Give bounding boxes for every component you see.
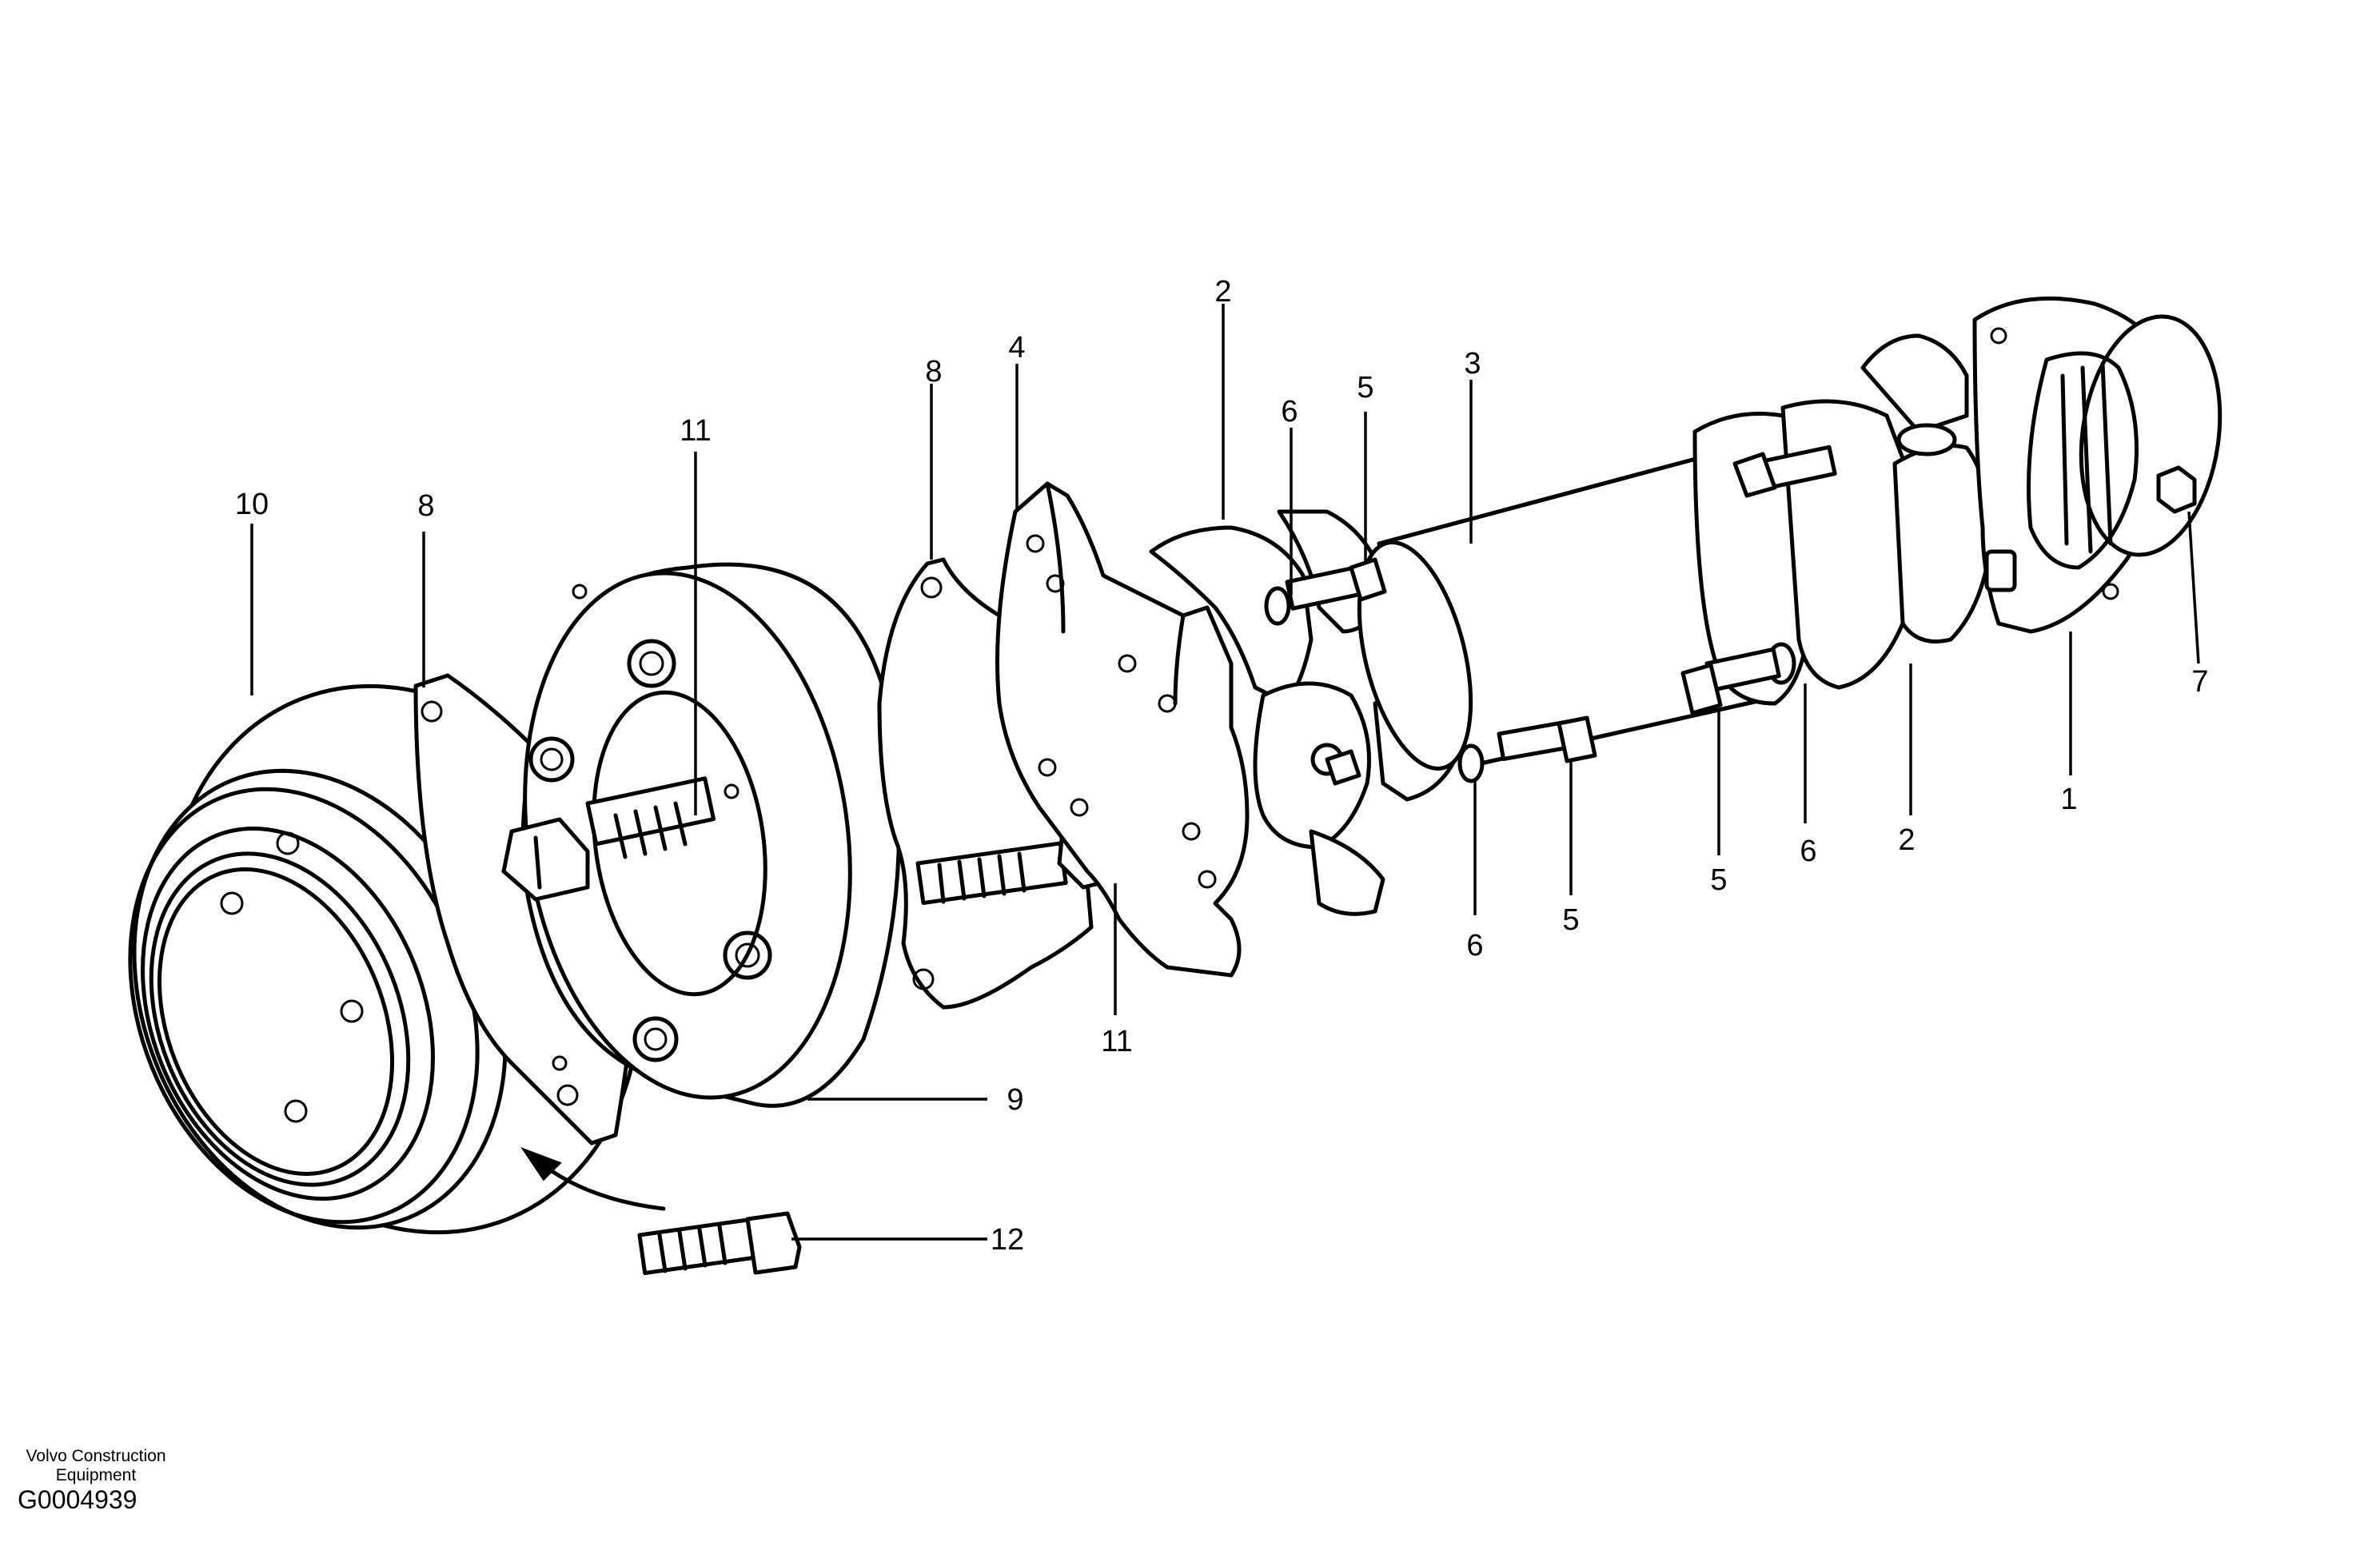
washer-part-6-lower-mid — [1457, 743, 1485, 783]
bolt-part-5-lower-mid — [1497, 715, 1597, 763]
bolt-part-5-upper-right — [1732, 444, 1837, 498]
callout-1: 1 — [2060, 783, 2077, 816]
callout-7: 7 — [2191, 665, 2208, 699]
callout-5-lower: 5 — [1562, 903, 1579, 937]
callout-2-left: 2 — [1214, 275, 1231, 309]
bolt-part-11-left — [501, 776, 716, 902]
washer-part-6-upper-left — [1264, 586, 1291, 626]
adapter-disc-part-9 — [520, 562, 902, 1108]
bolt-part-5-lower-right — [1680, 647, 1781, 715]
callout-labels: 10 8 11 8 4 2 6 5 3 7 1 2 6 5 5 6 11 9 1… — [235, 275, 2209, 1257]
screw-part-12 — [637, 1211, 802, 1276]
callout-11-upper: 11 — [680, 414, 711, 448]
callout-4: 4 — [1008, 331, 1025, 365]
callout-8-right: 8 — [925, 355, 942, 389]
company-name-line-2: Equipment — [55, 1466, 137, 1484]
callout-5-upper: 5 — [1357, 371, 1373, 404]
callout-10: 10 — [235, 488, 269, 521]
mounting-arrow-icon — [520, 1146, 666, 1211]
callout-5-right: 5 — [1710, 863, 1727, 897]
callout-2-right: 2 — [1898, 823, 1915, 857]
callout-3: 3 — [1464, 347, 1481, 381]
bolt-part-5-upper-left — [1285, 557, 1387, 611]
shaft-tube-part-3 — [1357, 456, 1785, 771]
callout-11-lower: 11 — [1101, 1025, 1132, 1058]
yoke-flange-part-4 — [995, 481, 1250, 978]
universal-joint-part-2-right — [1692, 333, 2009, 706]
callout-6-lower: 6 — [1466, 929, 1483, 962]
callout-leaders — [250, 304, 2200, 1241]
grease-nipple-part-7 — [2156, 465, 2197, 514]
company-name-line-1: Volvo Construction — [26, 1447, 166, 1465]
callout-12: 12 — [991, 1223, 1024, 1257]
callout-9: 9 — [1007, 1083, 1023, 1117]
end-yoke-part-1 — [1972, 296, 2223, 634]
callout-6-upper: 6 — [1281, 395, 1298, 428]
figure-code: G0004939 — [18, 1485, 138, 1514]
callout-6-right: 6 — [1800, 835, 1816, 868]
callout-8-left: 8 — [417, 489, 434, 523]
